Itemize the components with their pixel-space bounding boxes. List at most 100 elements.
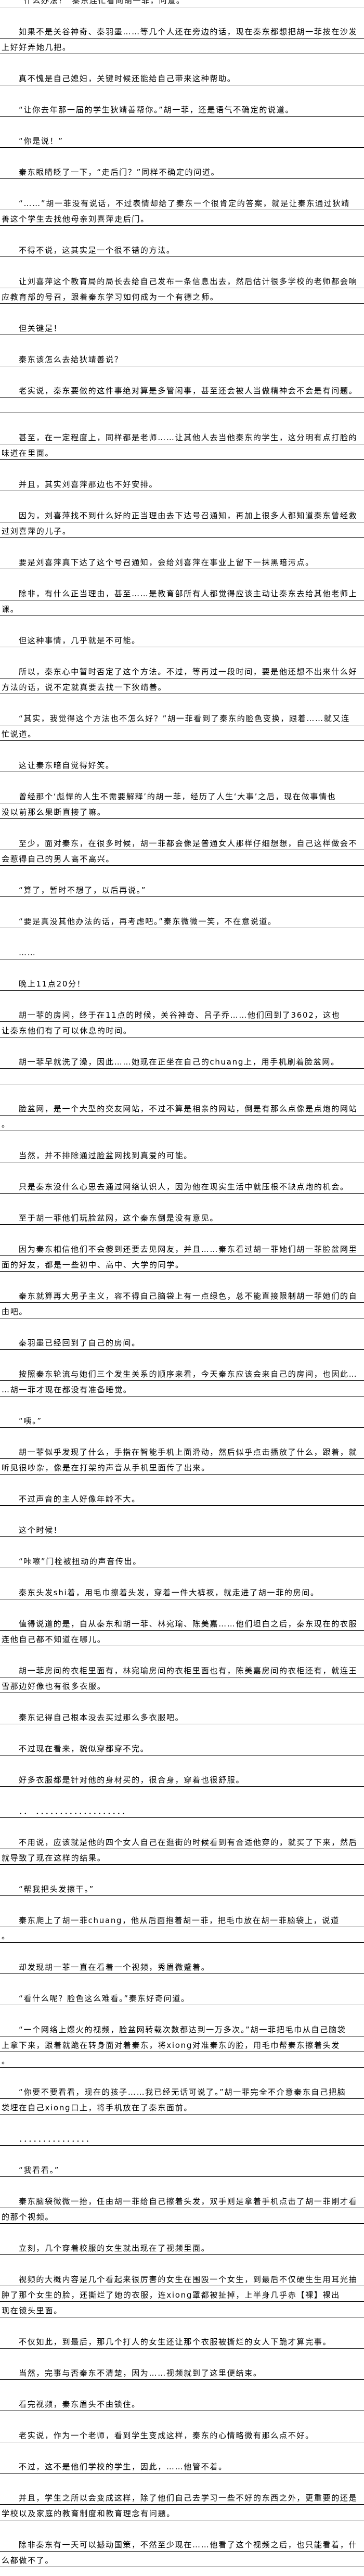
text-line: 上好好弄她几把。 bbox=[0, 39, 364, 54]
text-line: 连他自己都不知道在哪儿。 bbox=[0, 1631, 364, 1646]
text-line: 要是刘喜萍真下达了这个号召通知，会给刘喜萍在事业上留下一抹黑暗污点。 bbox=[0, 554, 364, 569]
text-line: 秦东就算再大男子主义，容不得自己脑袋上有一点绿色，总不能直接限制胡一菲她们的自 bbox=[0, 1287, 364, 1303]
paragraph: 秦东头发shi着，用毛巾擦着头发，穿着一件大裤衩，就走进了胡一菲的房间。 bbox=[0, 1584, 364, 1599]
paragraph: 如果不是关谷神奇、秦羽墨……等几个人还在旁边的话，现在秦东都想把胡一菲按在沙发上… bbox=[0, 23, 364, 54]
text-line: 但关键是！ bbox=[0, 319, 364, 335]
text-line: 秦东记得自己根本没去买过那么多衣服吧。 bbox=[0, 1709, 364, 1724]
paragraph: “什么办法？”秦东连忙看向胡一菲，问道。 bbox=[0, 0, 364, 7]
text-line: 曾经那个‘彪悍的人生不需要解释’的胡一菲，经历了人生‘大事’之后，现在做事情也 bbox=[0, 788, 364, 803]
paragraph: 因为秦东相信他们不会傻到还要去见网友，并且……秦东看过胡一菲她们胡一菲脸盆网里面… bbox=[0, 1240, 364, 1272]
paragraph: ．． ．．．．．．．．．．．．．．．．．．． bbox=[0, 1802, 364, 1818]
text-line: 这让秦东暗自觉得好笑。 bbox=[0, 757, 364, 772]
paragraph: 视频的大概内容是几个看起来很厉害的女生在围殴一个女生，到最后不仅硬生生用耳光抽肿… bbox=[0, 2271, 364, 2317]
text-line: 么都做不了。 bbox=[0, 2552, 364, 2567]
text-line: “你是说！” bbox=[0, 132, 364, 148]
text-line: 并且，学生之所以会变成这样，除了他们自己去学习一些不好的东西之外，更重要的还是 bbox=[0, 2489, 364, 2505]
text-line: “一个网络上爆火的视频，脸盆网转载次数都达到一万多次。”胡一菲把毛巾从自己脑袋 bbox=[0, 2021, 364, 2036]
paragraph: 真不愧是自己媳妇，关键时候还能给自己带来这种帮助。 bbox=[0, 70, 364, 85]
text-line: 脸盆网，是一个大型的交友网站，不过不算是相亲的网站，倒是有那么点像是点炮的网站 bbox=[0, 1100, 364, 1116]
text-line: “咦。” bbox=[0, 1412, 364, 1428]
paragraph: 立刻，几个穿着校服的女生就出现在了视频里面。 bbox=[0, 2239, 364, 2255]
paragraph: “咔嚓”门栓被扭动的声音传出。 bbox=[0, 1553, 364, 1568]
paragraph: 除非秦东有一天可以撼动国策，不然至少现在……他看了这个视频之后，也只能看着，什么… bbox=[0, 2536, 364, 2567]
text-line: “帮我把头发擦干。” bbox=[0, 1880, 364, 1896]
paragraph: 并且，其实刘喜萍那边也不好安排。 bbox=[0, 476, 364, 491]
paragraph: 秦东脑袋微微一抬，任由胡一菲给自己擦着头发，双手则是拿着手机点击了胡一菲刚才看的… bbox=[0, 2193, 364, 2224]
text-line: 味道在里面。 bbox=[0, 444, 364, 460]
paragraph: 按照秦东轮流与她们三个发生关系的顺序来看，今天秦东应该会来自己的房间，也因此……… bbox=[0, 1365, 364, 1396]
text-line: “你要不要看看，现在的孩子……我已经无话可说了。”胡一菲完全不介意秦东自己把脑 bbox=[0, 2083, 364, 2099]
text-line: 让秦东他们有了可以休息的时间。 bbox=[0, 1022, 364, 1037]
text-line: “其实，我觉得这个方法也不怎么好？”胡一菲看到了秦东的脸色变换，跟着……就又连 bbox=[0, 710, 364, 725]
text-line: 。 bbox=[0, 1927, 364, 1943]
text-line: 现在镜头里面。 bbox=[0, 2302, 364, 2317]
paragraph: 不过，这不是他们学校的学生，因此，……他管不着。 bbox=[0, 2458, 364, 2474]
text-line: 真不愧是自己媳妇，关键时候还能给自己带来这种帮助。 bbox=[0, 70, 364, 85]
text-line: 。 bbox=[0, 1116, 364, 1131]
text-line: 的那个视频。 bbox=[0, 2208, 364, 2224]
text-line: 按照秦东轮流与她们三个发生关系的顺序来看，今天秦东应该会来自己的房间，也因此… bbox=[0, 1365, 364, 1381]
text-line: 值得说道的是，自从秦东和胡一菲、林宛瑜、陈美嘉……他们坦白之后，秦东现在的衣服 bbox=[0, 1615, 364, 1631]
paragraph: “你是说！” bbox=[0, 132, 364, 148]
paragraph: “一个网络上爆火的视频，脸盆网转载次数都达到一万多次。”胡一菲把毛巾从自己脑袋上… bbox=[0, 2021, 364, 2068]
text-line: 不过，这不是他们学校的学生，因此，……他管不着。 bbox=[0, 2458, 364, 2474]
text-line: 立刻，几个穿着校服的女生就出现在了视频里面。 bbox=[0, 2239, 364, 2255]
paragraph: 只是秦东没什么心思去通过网络认识人，因为他在现实生活中就压根不缺点炮的机会。 bbox=[0, 1178, 364, 1194]
paragraph: 值得说道的是，自从秦东和胡一菲、林宛瑜、陈美嘉……他们坦白之后，秦东现在的衣服连… bbox=[0, 1615, 364, 1646]
paragraph: 不得不说，这其实是一个很不错的方法。 bbox=[0, 241, 364, 257]
paragraph: 当然，并不排除通过脸盆网找到真爱的可能。 bbox=[0, 1147, 364, 1162]
text-line: 应教育部的号召，跟着秦东学习如何成为一个有德之师。 bbox=[0, 288, 364, 304]
text-line: 秦东爬上了胡一菲chuang，他从后面抱着胡一菲，把毛巾放在胡一菲脑袋上，说道 bbox=[0, 1912, 364, 1927]
text-line: 不用说，应该就是他的四个女人自己在逛街的时候看到有合适他穿的，就买了下来，然后 bbox=[0, 1834, 364, 1849]
paragraph: 至于胡一菲他们玩脸盆网，这个秦东倒是没有意见。 bbox=[0, 1209, 364, 1225]
text-line: 秦羽墨已经回到了自己的房间。 bbox=[0, 1334, 364, 1350]
text-line: 袋埋在自己xiong口上，将手机放在了秦东面前。 bbox=[0, 2099, 364, 2114]
text-line: 不过声音的主人好像年龄不大。 bbox=[0, 1490, 364, 1506]
paragraph: 不用说，应该就是他的四个女人自己在逛街的时候看到有合适他穿的，就买了下来，然后就… bbox=[0, 1834, 364, 1865]
text-line: 至于胡一菲他们玩脸盆网，这个秦东倒是没有意见。 bbox=[0, 1209, 364, 1225]
text-line: 老实说，秦东要做的这件事绝对算是多管闲事，甚至还会被人当做精神会不会是有问题。 bbox=[0, 382, 364, 398]
text-line: 忙说道。 bbox=[0, 725, 364, 741]
text-line: “看什么呢？脸色这么难看。”秦东好奇问道。 bbox=[0, 1990, 364, 2005]
paragraph: 至少，面对秦东，在很多时候，胡一菲都会像是普通女人那样仔细想想，自己这样做会不会… bbox=[0, 835, 364, 866]
paragraph: 老实说，作为一个老师，看到学生变成这样，秦东的心情略微有那么点不好。 bbox=[0, 2427, 364, 2442]
text-line: 秦东脑袋微微一抬，任由胡一菲给自己擦着头发，双手则是拿着手机点击了胡一菲刚才看 bbox=[0, 2193, 364, 2208]
paragraph: 除非，有什么正当理由，甚至……是教育部所有人都觉得应该主动让秦东去给其他老师上课… bbox=[0, 585, 364, 616]
paragraph: “帮我把头发擦干。” bbox=[0, 1880, 364, 1896]
text-line: 秦东该怎么去给狄靖善说？ bbox=[0, 351, 364, 366]
paragraph: 但关键是！ bbox=[0, 319, 364, 335]
paragraph: 秦东就算再大男子主义，容不得自己脑袋上有一点绿色，总不能直接限制胡一菲她们的自由… bbox=[0, 1287, 364, 1318]
text-line: 秦东头发shi着，用毛巾擦着头发，穿着一件大裤衩，就走进了胡一菲的房间。 bbox=[0, 1584, 364, 1599]
text-line: “算了，暂时不想了，以后再说。” bbox=[0, 881, 364, 897]
text-line: “……”胡一菲没有说话，不过表情却给了秦东一个很肯定的答案，就是让秦东通过狄靖 bbox=[0, 195, 364, 210]
text-line: 善这个学生去找他母亲刘喜萍走后门。 bbox=[0, 210, 364, 226]
text-line: 当然，完事与否秦东不清楚，因为……视频就到了这里便结束。 bbox=[0, 2364, 364, 2380]
paragraph: 不过声音的主人好像年龄不大。 bbox=[0, 1490, 364, 1506]
text-line: 不仅如此，到最后，那几个打人的女生还让那个衣服被撕烂的女人下跪才算完事。 bbox=[0, 2333, 364, 2349]
text-line: 晚上11点20分！ bbox=[0, 975, 364, 991]
paragraph: 秦东记得自己根本没去买过那么多衣服吧。 bbox=[0, 1709, 364, 1724]
text-line: 甚至，在一定程度上，同样都是老师……让其他人去当他秦东的学生，这分明有点打脸的 bbox=[0, 429, 364, 444]
text-line: “什么办法？”秦东连忙看向胡一菲，问道。 bbox=[0, 0, 364, 7]
paragraph: 甚至，在一定程度上，同样都是老师……让其他人去当他秦东的学生，这分明有点打脸的味… bbox=[0, 429, 364, 460]
text-line: 看完视频，秦东眉头不由锁住。 bbox=[0, 2395, 364, 2411]
text-line: 当然，并不排除通过脸盆网找到真爱的可能。 bbox=[0, 1147, 364, 1162]
text-line: 过刘喜萍的儿子。 bbox=[0, 522, 364, 538]
paragraph: 秦东眼睛眨了一下，“走后门？”同样不确定的问道。 bbox=[0, 163, 364, 179]
text-line: …… bbox=[0, 944, 364, 959]
paragraph: 好多衣服都是针对他的身材买的，很合身，穿着也很舒服。 bbox=[0, 1771, 364, 1787]
text-line: 。 bbox=[0, 2052, 364, 2068]
paragraph: 胡一菲早就洗了澡，因此……她现在正坐在自己的chuang上，用手机刷着脸盆网。 bbox=[0, 1053, 364, 1084]
text-line: …胡一菲才现在都没有准备睡觉。 bbox=[0, 1381, 364, 1396]
text-line: 除非秦东有一天可以撼动国策，不然至少现在……他看了这个视频之后，也只能看着，什 bbox=[0, 2536, 364, 2552]
text-line: 所以，秦东心中暂时否定了这个方法。不过，等再过一段时间，要是他还想不出来什么好 bbox=[0, 663, 364, 678]
paragraph: 秦羽墨已经回到了自己的房间。 bbox=[0, 1334, 364, 1350]
paragraph: “算了，暂时不想了，以后再说。” bbox=[0, 881, 364, 897]
paragraph: 让刘喜萍这个教育局的局长去给自己发布一条信息出去，然后估计很多学校的老师都会响应… bbox=[0, 273, 364, 304]
paragraph: 这让秦东暗自觉得好笑。 bbox=[0, 757, 364, 772]
paragraph: 这个时候！ bbox=[0, 1521, 364, 1537]
text-line: 由吧。 bbox=[0, 1303, 364, 1318]
text-line: 秦东眼睛眨了一下，“走后门？”同样不确定的问道。 bbox=[0, 163, 364, 179]
text-line: ．．．．．．．．．．．．．．． bbox=[0, 2130, 364, 2146]
